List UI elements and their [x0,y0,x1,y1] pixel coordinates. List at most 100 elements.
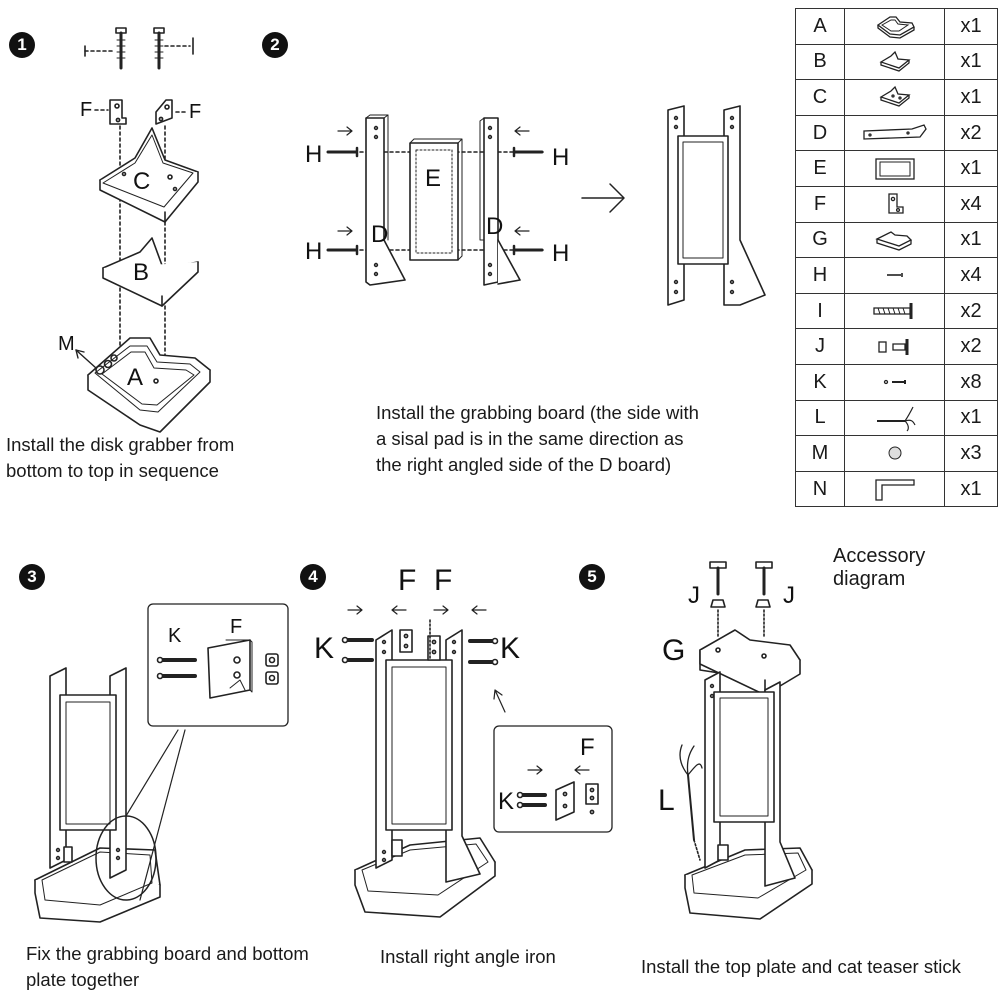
accessory-letter: A [795,8,845,45]
step-3-caption-line: Fix the grabbing board and bottom [26,943,309,964]
accessory-quantity: x2 [944,292,998,330]
board-d-left [365,114,406,286]
accessory-quantity: x1 [944,399,998,437]
accessory-letter: C [795,79,845,116]
step-1-number: 1 [9,32,35,58]
plate-b [102,237,199,307]
step-2-caption-line: a sisal pad is in the same direction as [376,428,684,449]
step3-label-k: K [168,625,182,647]
accessory-quantity: x2 [944,114,998,152]
upper-plate-icon [844,79,945,116]
step2-label-h-2: H [305,238,323,265]
accessory-letter: F [795,185,845,223]
short-screw-icon [844,363,945,401]
accessory-quantity: x1 [944,150,998,187]
accessory-quantity: x4 [944,185,998,223]
accessory-letter: E [795,150,845,187]
step5-label-j-left: J [688,582,700,609]
long-bolt-icon [844,292,945,330]
accessory-caption: Accessory diagram [833,545,926,590]
step2-assembled [667,105,766,306]
step2-label-h-1: H [305,141,323,168]
base-plate-icon [844,8,945,45]
step2-label-d-right: D [486,213,504,240]
step4-label-k-left: K [314,632,335,665]
accessory-letter: I [795,292,845,330]
accessory-quantity: x2 [944,328,998,365]
step-3-number: 3 [19,564,45,590]
allen-key-icon [844,470,945,508]
accessory-letter: D [795,114,845,152]
step-4-caption: Install right angle iron [380,944,556,970]
teaser-stick-icon [844,399,945,437]
accessory-letter: L [795,399,845,437]
grab-board-icon [844,150,945,187]
step-3-caption: Fix the grabbing board and bottom plate … [26,941,309,993]
accessory-letter: J [795,328,845,365]
step-4-number: 4 [300,564,326,590]
step4-label-f-1: F [398,564,417,597]
accessory-quantity: x8 [944,363,998,401]
step1-label-b: B [133,259,150,286]
step4-label-k-right: K [500,632,521,665]
step2-drawing [326,105,766,306]
step4-drawing [341,605,613,918]
step-2-number: 2 [262,32,288,58]
accessory-quantity: x1 [944,79,998,116]
step4-inset-label-f: F [580,734,595,761]
step5-drawing [679,561,813,920]
accessory-quantity: x1 [944,221,998,259]
accessory-letter: M [795,435,845,472]
accessory-quantity: x4 [944,257,998,294]
accessory-quantity: x3 [944,435,998,472]
step1-label-f-right: F [189,101,202,123]
bolt-nut-icon [844,328,945,365]
step-1-caption-line: bottom to top in sequence [6,460,219,481]
top-plate-icon [844,221,945,259]
step1-bolts [84,27,194,70]
step2-label-d-left: D [371,221,389,248]
step4-label-f-2: F [434,564,453,597]
step1-drawing [75,27,211,433]
step3-drawing [34,603,289,923]
angle-iron-icon [844,185,945,223]
accessory-letter: K [795,363,845,401]
step1-label-m: M [58,333,75,355]
step-5-caption-line: Install the top plate and cat teaser sti… [641,956,961,977]
step2-label-e: E [425,165,442,192]
accessory-letter: G [795,221,845,259]
step-1-caption: Install the disk grabber from bottom to … [6,432,234,484]
step-5-caption: Install the top plate and cat teaser sti… [641,954,961,980]
step-3-caption-line: plate together [26,969,140,990]
step3-label-f: F [230,616,243,638]
plate-c [99,127,199,223]
step-1-caption-line: Install the disk grabber from [6,434,235,455]
accessory-letter: B [795,43,845,81]
accessory-quantity: x1 [944,8,998,45]
accessory-letter: H [795,257,845,294]
small-screw-icon [844,257,945,294]
board-e [409,138,463,261]
step1-label-c: C [133,168,151,195]
ball-icon [844,435,945,472]
accessory-quantity: x1 [944,43,998,81]
step5-label-j-right: J [783,582,795,609]
step4-inset-label-k: K [498,788,515,815]
